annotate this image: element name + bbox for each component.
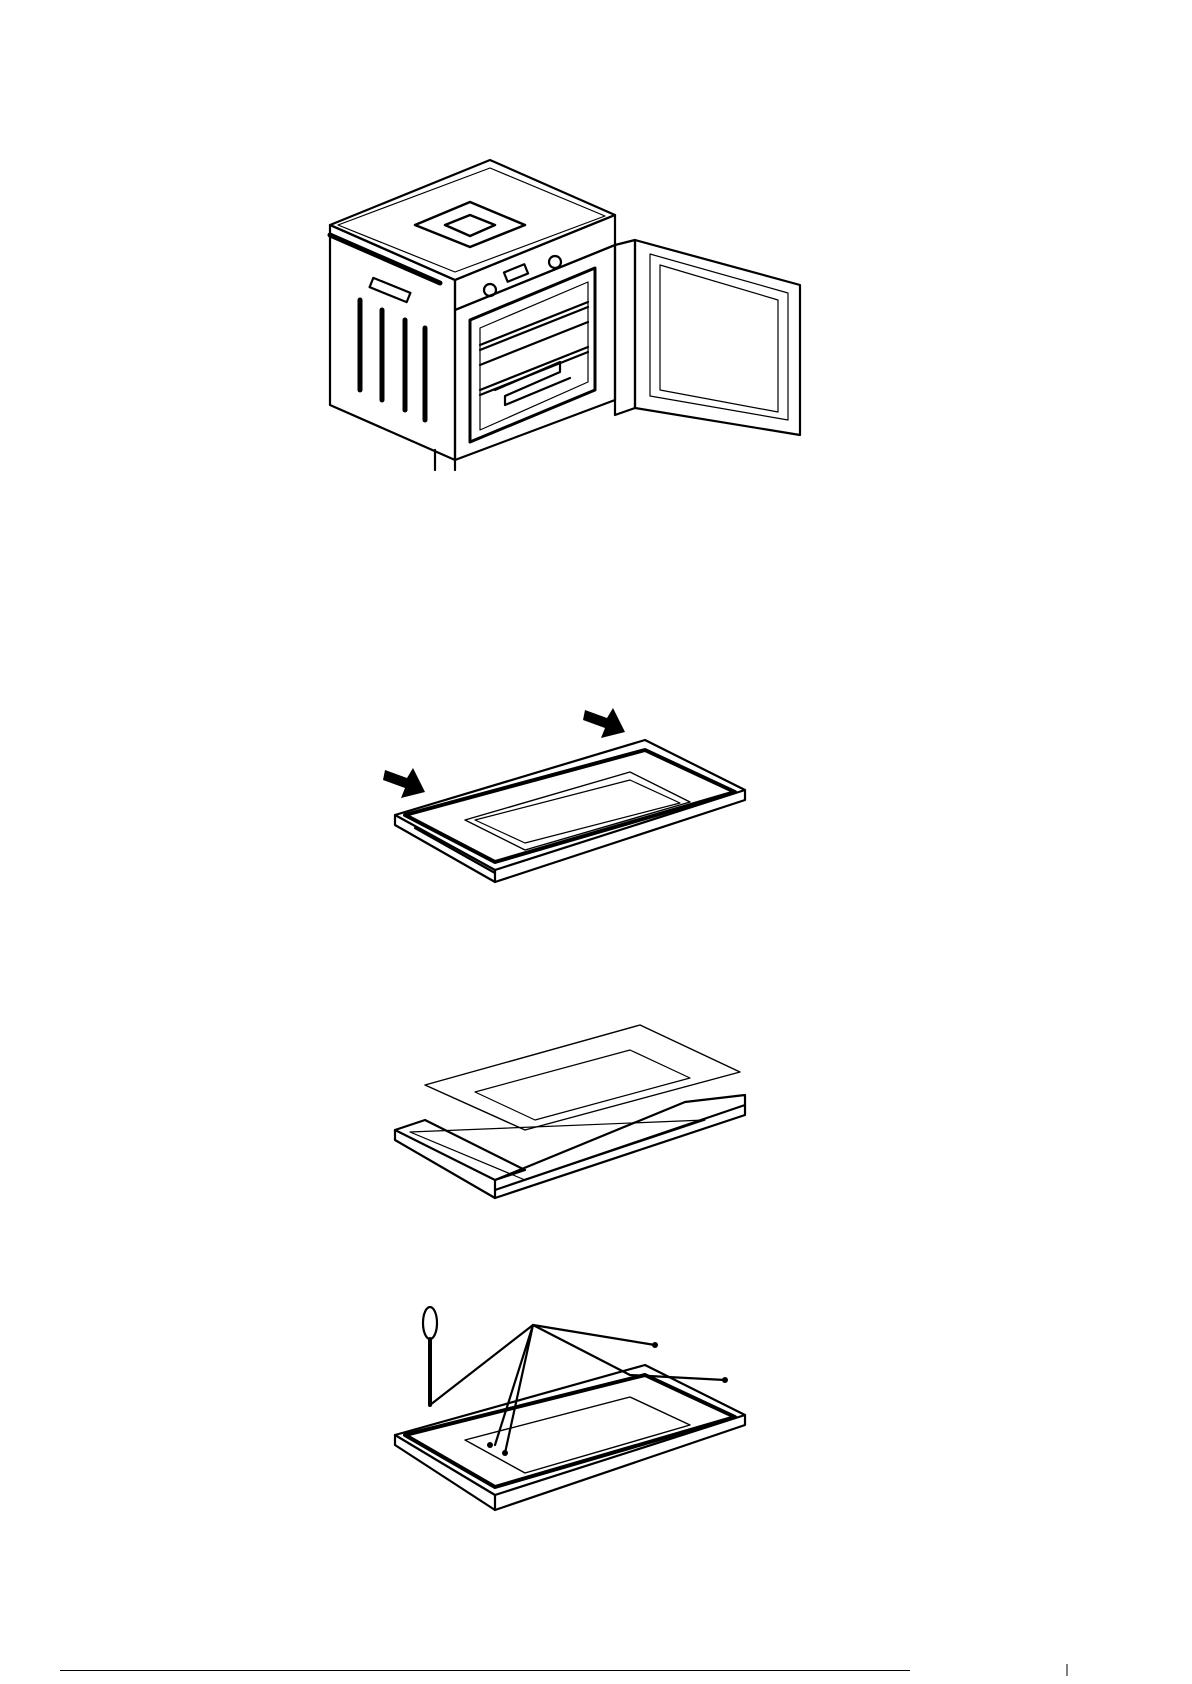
door-glass-removal-illustration — [385, 1010, 805, 1215]
door-screws-screwdriver-illustration — [385, 1305, 805, 1520]
corner-mark-icon — [1062, 1664, 1072, 1676]
door-panel-press-arrows-illustration — [385, 700, 805, 915]
press-arrow-icon — [383, 768, 425, 798]
oven-open-door-illustration — [320, 150, 880, 510]
press-arrow-icon — [583, 708, 625, 738]
footer-rule — [60, 1670, 910, 1671]
